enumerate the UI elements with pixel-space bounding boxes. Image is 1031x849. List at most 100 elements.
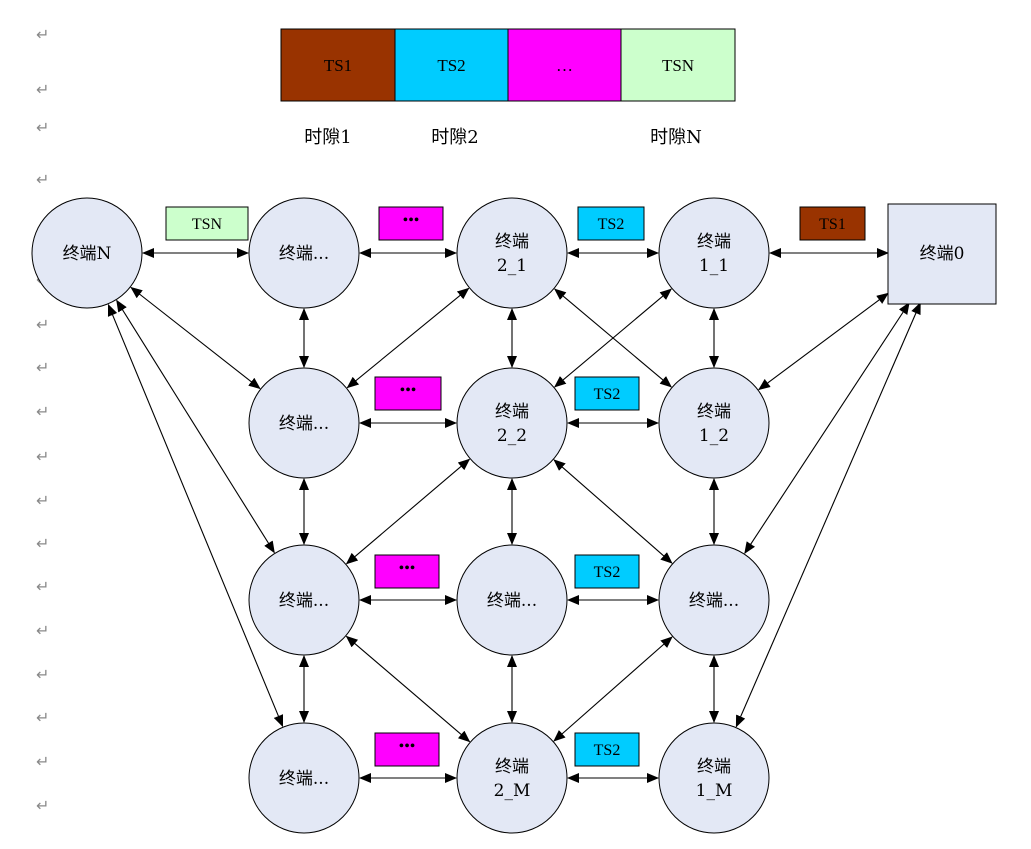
edge-b4-c3 bbox=[553, 636, 673, 742]
terminal-circle bbox=[248, 197, 360, 309]
edges bbox=[107, 248, 921, 783]
slot-tag: ••• bbox=[374, 554, 440, 589]
paragraph-mark: ↵ bbox=[36, 577, 49, 596]
timeslot-caption: 时隙2 bbox=[431, 127, 478, 148]
terminal-circle bbox=[456, 367, 568, 479]
paragraph-mark: ↵ bbox=[36, 665, 49, 684]
slot-tag: ••• bbox=[374, 376, 442, 411]
edge-t0-c3 bbox=[744, 302, 910, 555]
slot-tag-box bbox=[574, 376, 640, 411]
node-c1: 终端 1_1 bbox=[658, 197, 770, 309]
terminal-circle bbox=[658, 722, 770, 834]
paragraph-mark: ↵ bbox=[36, 25, 49, 44]
slot-tag-label: TSN bbox=[192, 216, 223, 233]
paragraph-mark: ↵ bbox=[36, 170, 49, 189]
terminal-circle bbox=[658, 197, 770, 309]
node-a2: 终端... bbox=[248, 367, 360, 479]
slot-tag-box bbox=[574, 732, 640, 767]
node-label: 2_M bbox=[494, 781, 531, 801]
node-label: 终端 bbox=[697, 757, 731, 777]
timeslot-cell bbox=[620, 28, 736, 102]
node-label: 终端 bbox=[495, 757, 529, 777]
slot-tag-label: ••• bbox=[399, 738, 416, 755]
paragraph-mark: ↵ bbox=[36, 491, 49, 510]
node-b3: 终端... bbox=[456, 544, 568, 656]
node-label: 终端... bbox=[279, 591, 329, 611]
slot-tag-box bbox=[374, 376, 442, 411]
edge-b2-c3 bbox=[553, 459, 673, 564]
timeslot-label: TS1 bbox=[324, 56, 352, 75]
node-label: 终端0 bbox=[920, 244, 965, 264]
slot-tag: TS1 bbox=[799, 206, 866, 241]
paragraph-marks: ↵↵↵↵↵↵↵↵↵↵↵↵↵↵↵↵↵ bbox=[36, 25, 49, 815]
node-c2: 终端1_2 bbox=[658, 367, 770, 479]
terminal-circle bbox=[658, 544, 770, 656]
paragraph-mark: ↵ bbox=[36, 534, 49, 553]
terminal-circle bbox=[456, 197, 568, 309]
paragraph-mark: ↵ bbox=[36, 80, 49, 99]
paragraph-mark: ↵ bbox=[36, 621, 49, 640]
slot-tag: TS2 bbox=[574, 554, 640, 589]
slot-tags: TSN ••• TS2 TS1 ••• TS2 ••• TS2 ••• TS2 bbox=[165, 206, 866, 767]
terminal-circle bbox=[248, 544, 360, 656]
slot-tag: TSN bbox=[165, 206, 249, 241]
paragraph-mark: ↵ bbox=[36, 796, 49, 815]
paragraph-mark: ↵ bbox=[36, 447, 49, 466]
node-b4: 终端 2_M bbox=[456, 722, 568, 834]
slot-tag-label: TS2 bbox=[594, 742, 621, 759]
timeslot-caption: 时隙N bbox=[650, 127, 702, 148]
slot-tag-label: ••• bbox=[403, 212, 420, 229]
node-c4: 终端 1_M bbox=[658, 722, 770, 834]
slot-tag-box bbox=[799, 206, 866, 241]
node-b1: 终端2_1 bbox=[456, 197, 568, 309]
paragraph-mark: ↵ bbox=[36, 402, 49, 421]
timeslot-label: TSN bbox=[662, 56, 694, 75]
edge-t0-c4 bbox=[735, 302, 921, 728]
timeslot-label: TS2 bbox=[437, 56, 465, 75]
node-c3: 终端... bbox=[658, 544, 770, 656]
node-label: 1_M bbox=[696, 781, 733, 801]
edge-t0-c2 bbox=[758, 292, 889, 391]
node-label: 终端... bbox=[279, 769, 329, 789]
terminal-circle bbox=[456, 722, 568, 834]
slot-tag: TS2 bbox=[574, 376, 640, 411]
node-a3: 终端... bbox=[248, 544, 360, 656]
paragraph-mark: ↵ bbox=[36, 752, 49, 771]
slot-tag: ••• bbox=[378, 206, 444, 241]
node-label: 终端 bbox=[697, 232, 731, 252]
node-a1: 终端... bbox=[248, 197, 360, 309]
edge-a2-b1 bbox=[346, 287, 470, 389]
slot-tag-label: TS1 bbox=[819, 216, 846, 233]
node-label: 终端 bbox=[495, 402, 529, 422]
slot-tag-label: TS2 bbox=[598, 216, 625, 233]
node-label: 终端... bbox=[487, 591, 537, 611]
slot-tag-box bbox=[378, 206, 444, 241]
node-label: 1_1 bbox=[699, 256, 729, 276]
terminal-circle bbox=[456, 544, 568, 656]
node-label: 终端... bbox=[279, 244, 329, 264]
slot-tag: TS2 bbox=[574, 732, 640, 767]
timeslot-cell bbox=[394, 28, 509, 102]
paragraph-mark: ↵ bbox=[36, 118, 49, 137]
slot-tag-label: ••• bbox=[399, 560, 416, 577]
terminal-box bbox=[887, 203, 997, 305]
edge-a3-b4 bbox=[345, 635, 471, 743]
slot-tag-box bbox=[374, 732, 440, 767]
slot-tag: TS2 bbox=[577, 206, 645, 241]
slot-tag-box bbox=[374, 554, 440, 589]
paragraph-mark: ↵ bbox=[36, 358, 49, 377]
node-label: 终端 bbox=[495, 232, 529, 252]
node-label: 终端 bbox=[697, 402, 731, 422]
timeslot-caption: 时隙1 bbox=[304, 127, 351, 148]
node-t0: 终端0 bbox=[887, 203, 997, 305]
node-label: 终端N bbox=[63, 244, 112, 264]
terminal-circle bbox=[31, 197, 143, 309]
terminal-circle bbox=[658, 367, 770, 479]
edge-b2-c1 bbox=[554, 288, 672, 388]
paragraph-mark: ↵ bbox=[36, 708, 49, 727]
edge-a3-b2 bbox=[345, 458, 471, 565]
